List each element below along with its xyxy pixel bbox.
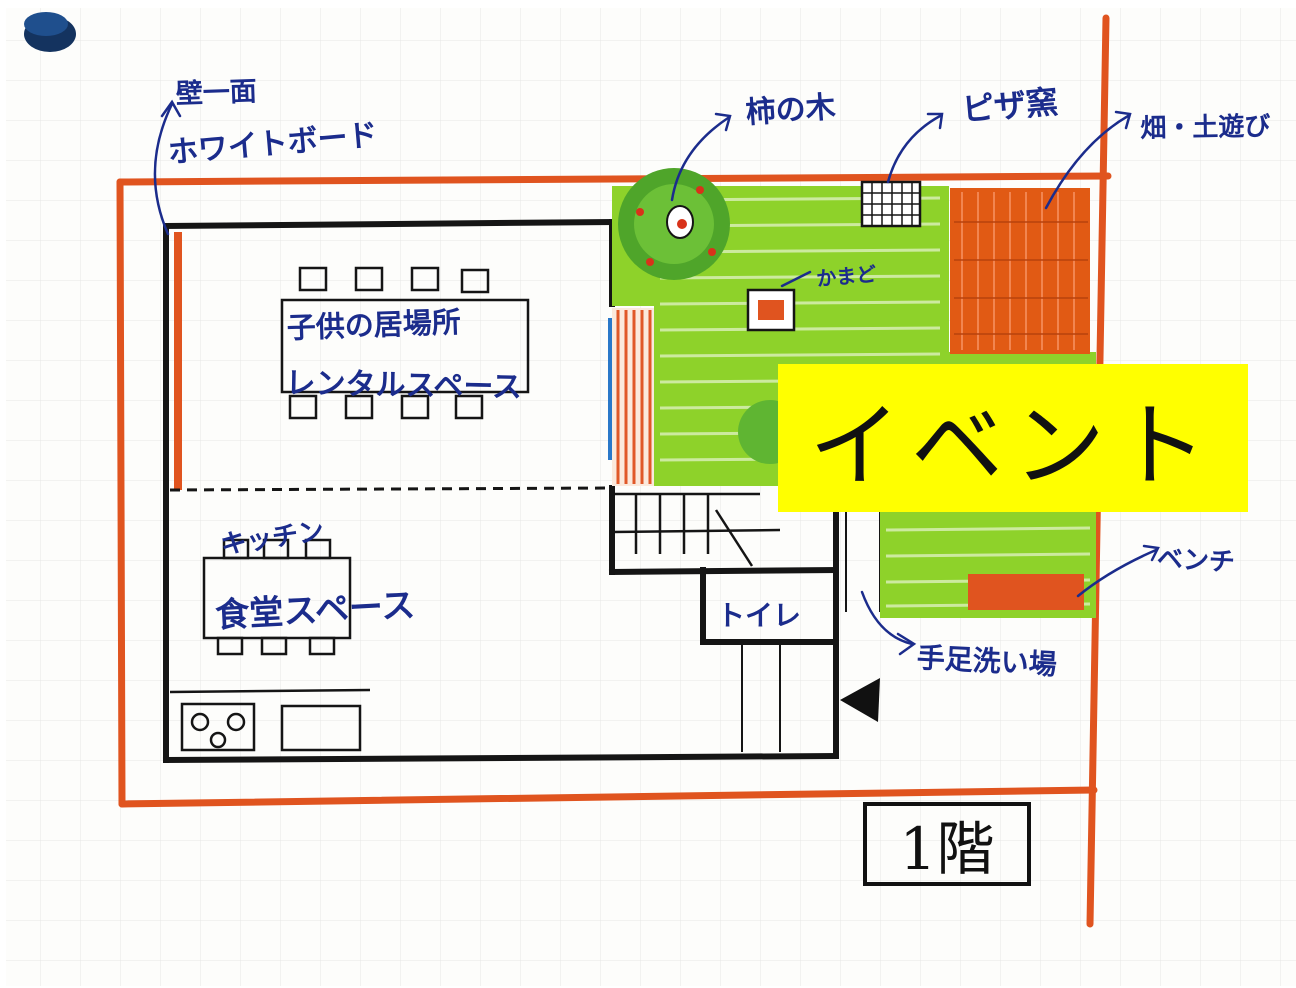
staircase	[611, 492, 781, 567]
push-pin-icon	[24, 12, 76, 52]
persimmon-tree-icon	[618, 168, 730, 280]
room-divider	[169, 486, 613, 492]
kamado-label: かまど	[815, 261, 878, 291]
field-play-label: 畑・土遊び	[1140, 111, 1271, 144]
wall-label: 壁一面	[175, 76, 258, 110]
wood-deck	[608, 308, 654, 486]
kids-space-label: 子供の居場所	[286, 304, 462, 345]
rental-space-furniture	[280, 266, 530, 420]
annotation-arrows	[153, 99, 1160, 656]
pizza-oven-icon	[860, 180, 922, 228]
bench-icon	[968, 574, 1084, 610]
kamado-icon	[746, 288, 796, 332]
dining-space-label: 食堂スペース	[214, 585, 417, 636]
event-banner-text: イベント	[808, 392, 1217, 500]
foot-wash-label: 手足洗い場	[916, 640, 1058, 682]
toilet-label: トイレ	[717, 599, 802, 632]
dining-furniture	[202, 538, 352, 656]
floor-indicator: 1階	[863, 802, 1031, 886]
vegetable-field	[950, 188, 1090, 354]
persimmon-tree-label: 柿の木	[744, 89, 837, 131]
event-banner: イベント	[778, 364, 1248, 512]
rental-space-label: レンタルスペース	[285, 365, 523, 406]
entrance-triangle-icon	[840, 678, 880, 722]
bench-label: ベンチ	[1156, 543, 1236, 579]
pizza-oven-label: ピザ窯	[960, 82, 1060, 129]
floor-indicator-text: 1階	[899, 815, 995, 883]
kitchen-counter	[169, 688, 371, 752]
